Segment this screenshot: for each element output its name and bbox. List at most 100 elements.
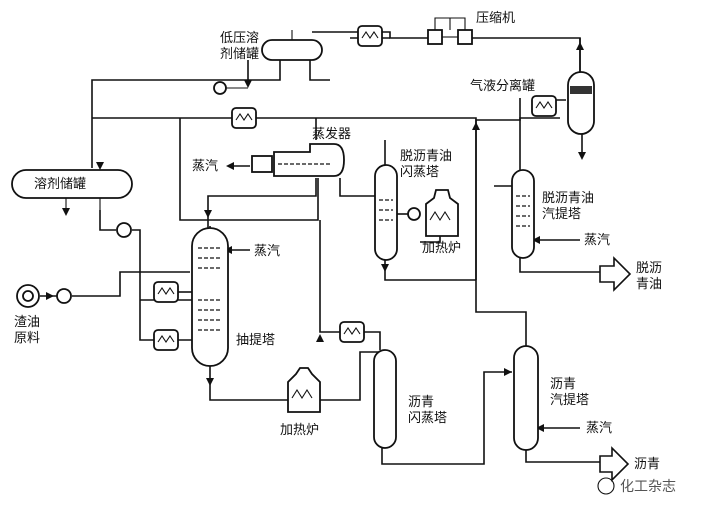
asphalt-stripper-top	[475, 280, 527, 346]
label-dao-product-2: 青油	[636, 277, 662, 292]
arrow-up-asphalt-flash	[316, 334, 324, 342]
dao-flash-bottom	[384, 258, 476, 281]
arrow-up-separator	[576, 42, 584, 50]
asphalt-flash-bottom	[381, 371, 512, 465]
flow-arrows	[46, 42, 586, 432]
gas-liquid-separator	[567, 71, 595, 135]
label-steam-asphalt-stripper: 蒸汽	[586, 421, 612, 436]
hx-header-coil	[235, 113, 253, 121]
label-dao-flash-1: 脱沥青油	[400, 149, 452, 164]
label-asphalt-flash-2: 闪蒸塔	[408, 411, 447, 426]
arrow-up-dao-stripper	[472, 122, 480, 130]
pump-lp-body	[213, 81, 227, 95]
hx-asphalt	[339, 321, 365, 343]
dao-flash-tower	[374, 164, 398, 261]
main-solvent-header	[92, 117, 477, 280]
evaporator-main-body	[273, 143, 345, 177]
asphalt-heater-to-flash	[320, 351, 378, 401]
label-lp-tank-1: 低压溶	[220, 31, 259, 46]
heater-dao-pump	[407, 207, 421, 221]
label-dao-flash-2: 闪蒸塔	[400, 165, 439, 180]
label-asphalt-flash-1: 沥青	[408, 395, 434, 410]
hx-extractor-upper-shell	[153, 281, 179, 303]
hx-compressor-shell	[357, 25, 383, 47]
compressor-top	[434, 17, 466, 30]
label-asphalt-product: 沥青	[634, 457, 660, 472]
residue-feed	[16, 284, 72, 308]
hx-compressor	[357, 25, 383, 47]
dao-flash-body	[374, 164, 398, 261]
label-heater-asphalt: 加热炉	[280, 423, 319, 438]
dao-stripper	[511, 169, 535, 259]
dao-stripper-overhead	[519, 117, 560, 170]
label-heater-dao: 加热炉	[422, 241, 461, 256]
lp-tank-right-pipe	[309, 60, 330, 81]
arrow-right-asphalt-stripper	[504, 368, 512, 376]
residue-pump-to-extractor	[72, 271, 190, 297]
label-compressor: 压缩机	[476, 10, 515, 26]
pump-solvent-body	[116, 222, 132, 238]
asphalt-stripper	[513, 345, 539, 451]
label-evaporator: 蒸发器	[312, 126, 351, 142]
label-asphalt-stripper-1: 沥青	[550, 377, 576, 392]
hx-extractor-upper	[153, 281, 179, 303]
label-steam-evaporator: 蒸汽	[192, 159, 218, 174]
watermark: 化工杂志	[597, 477, 676, 495]
dao-stripper-bottom	[519, 252, 606, 273]
asphalt-stripper-body	[513, 345, 539, 451]
separator-demister	[570, 86, 592, 94]
watermark-text: 化工杂志	[620, 479, 676, 495]
arrow-down-separator	[578, 152, 586, 160]
compressor-box-right	[457, 29, 473, 45]
low-pressure-solvent-tank	[261, 30, 323, 61]
lp-tank-return-pipe	[91, 60, 281, 118]
lp-tank-body	[261, 39, 323, 61]
extraction-tower	[191, 227, 229, 367]
label-asphalt-stripper-2: 汽提塔	[550, 392, 589, 408]
label-extraction-tower: 抽提塔	[236, 332, 275, 348]
hx-extractor-lower	[153, 329, 179, 351]
label-dao-product-1: 脱沥	[636, 261, 662, 276]
hx-separator-coil	[535, 101, 553, 109]
hx-extractor-lower-coil	[157, 335, 175, 343]
separator-body	[567, 71, 595, 135]
arrow-down-extractor	[206, 378, 214, 386]
solvent-tank-body	[11, 169, 133, 199]
hx-extractor-upper-coil	[157, 287, 175, 295]
label-residue-1: 渣油	[14, 315, 40, 330]
hx-extractor-lower-shell	[153, 329, 179, 351]
arrow-down-dao-flash	[381, 264, 389, 272]
hx-asphalt-coil	[343, 327, 361, 335]
heater-asphalt-body	[287, 367, 321, 413]
product-arrows	[599, 256, 632, 482]
label-solvent-tank: 溶剂储罐	[34, 177, 86, 192]
labels: 压缩机 低压溶 剂储罐 溶剂储罐 蒸发器 蒸汽 气液分离罐 脱沥青油 闪蒸塔 加…	[14, 10, 662, 472]
extraction-tower-body	[191, 227, 229, 367]
heater-dao-coil	[429, 210, 451, 222]
evaporator	[251, 143, 345, 177]
heater-asphalt-coil	[291, 388, 313, 400]
asphalt-stripper-bottom	[525, 448, 604, 463]
evaporator-vapor-pipe	[179, 118, 319, 221]
hx-header-shell	[231, 107, 257, 129]
arrow-left-steam-asphalt	[536, 424, 544, 432]
compressor	[427, 17, 473, 45]
hx-asphalt-shell	[339, 321, 365, 343]
label-steam-extraction: 蒸汽	[254, 244, 280, 259]
extractor-bottom-pipe	[209, 364, 288, 401]
label-residue-2: 原料	[14, 331, 40, 346]
pump-lp	[213, 81, 248, 95]
solvent-tank-outlet	[99, 210, 116, 231]
label-steam-dao-stripper: 蒸汽	[584, 233, 610, 248]
heater-dao	[407, 189, 459, 237]
residue-feed-inner	[22, 290, 34, 302]
hx-separator-shell	[531, 95, 557, 117]
arrow-left-steam-evap	[226, 162, 234, 170]
label-gas-liquid-separator: 气液分离罐	[470, 78, 535, 94]
evaporator-to-dao-flash	[339, 178, 382, 197]
asphalt-flash-tower	[373, 349, 397, 449]
dao-stripper-feed	[475, 98, 521, 280]
heater-dao-body	[425, 189, 459, 237]
label-dao-stripper-2: 汽提塔	[542, 206, 581, 222]
compressor-box-left	[427, 29, 443, 45]
